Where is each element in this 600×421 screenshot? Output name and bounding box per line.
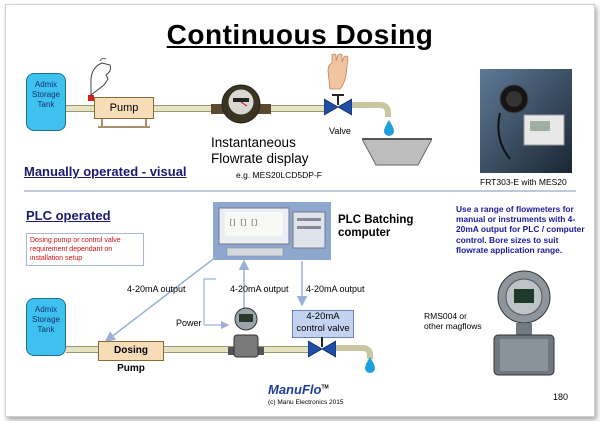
valve-icon xyxy=(308,337,336,358)
output-label-2: 4-20mA output xyxy=(230,284,289,294)
meter-caption: Instantaneous Flowrate display xyxy=(211,135,309,167)
computer-label-line1: PLC Batching xyxy=(338,214,414,226)
control-valve-line1: 4-20mA xyxy=(306,311,340,322)
computer-label: PLC Batching computer xyxy=(338,214,413,240)
section-plc: PLC operated xyxy=(26,208,111,223)
admix-storage-tank-top: Admix Storage Tank xyxy=(26,73,66,131)
outlet-pipe-bottom xyxy=(336,345,373,359)
computer-label-line2: computer xyxy=(338,227,391,239)
computer-icon: [] [] [] xyxy=(213,202,331,260)
logo-text: ManuFlo xyxy=(268,382,322,397)
pump-box: Pump xyxy=(94,97,154,119)
hand-icon xyxy=(88,57,111,101)
water-drop-icon xyxy=(384,120,394,136)
slide: Continuous Dosing Admix Storage Tank Pum… xyxy=(5,4,595,417)
pipe-meter-valve xyxy=(271,105,326,112)
copyright: (c) Manu Electronics 2015 xyxy=(268,399,344,406)
rms-caption: RMS004 or other magflows xyxy=(424,311,482,331)
page-number: 180 xyxy=(553,392,569,402)
magflow-icon xyxy=(493,270,555,376)
output-label-3: 4-20mA output xyxy=(306,284,365,294)
slide-title: Continuous Dosing xyxy=(166,19,434,50)
pump-label: Pump xyxy=(109,102,139,114)
admix-storage-tank-bottom: Admix Storage Tank xyxy=(26,298,66,356)
water-meter-icon xyxy=(211,84,271,124)
meter-example: e.g. MES20LCD5DP-F xyxy=(236,170,322,180)
info-text: Use a range of flowmeters for manual or … xyxy=(456,204,585,255)
connection-arrows xyxy=(104,256,308,342)
tank-label: Admix Storage Tank xyxy=(31,80,61,109)
water-drop-icon xyxy=(365,357,375,373)
hand-icon xyxy=(327,53,349,90)
dosing-pump-box: Dosing Pump xyxy=(98,341,164,374)
dosing-pump-label: Dosing Pump xyxy=(114,345,148,374)
meter-caption-line1: Instantaneous xyxy=(211,135,296,150)
control-valve-box: 4-20mA control valve xyxy=(292,310,354,338)
output-label-1: 4-20mA output xyxy=(127,284,186,294)
outlet-pipe xyxy=(352,102,391,117)
valve-icon xyxy=(324,94,352,116)
plc-note: Dosing pump or control valve requirement… xyxy=(26,233,144,266)
valve-label: Valve xyxy=(329,126,351,136)
tank-label: Admix Storage Tank xyxy=(31,305,61,334)
pipe-tank-pump xyxy=(66,105,96,112)
manuflo-logo: ManuFloTM xyxy=(268,382,329,397)
section-manual: Manually operated - visual xyxy=(24,164,187,179)
arrow-icon xyxy=(104,256,217,342)
power-label: Power xyxy=(176,318,202,328)
control-valve-line2: control valve xyxy=(296,323,350,334)
svg-text:[] [] []: [] [] [] xyxy=(229,219,258,226)
pipe-bottom xyxy=(66,346,316,353)
meter-caption-line2: Flowrate display xyxy=(211,151,309,166)
pipe-pump-meter xyxy=(154,105,216,112)
logo-tm: TM xyxy=(321,384,329,391)
transmitter-icon xyxy=(228,307,264,358)
section-divider xyxy=(24,190,576,192)
basin-icon xyxy=(362,138,432,166)
product-photo xyxy=(480,69,572,173)
pump-stand-icon xyxy=(98,118,150,128)
photo-caption: FRT303-E with MES20 xyxy=(480,177,567,187)
